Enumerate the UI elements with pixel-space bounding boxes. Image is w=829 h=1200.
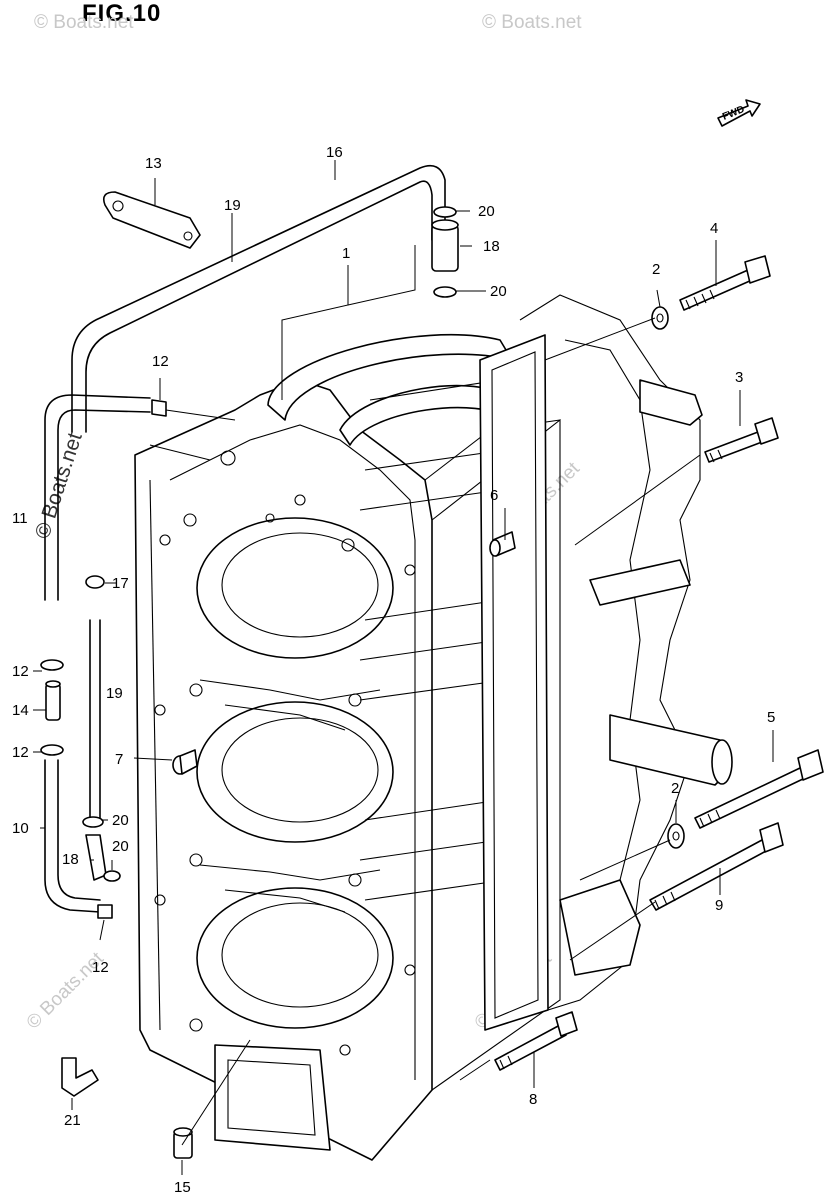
callout-13: 13	[145, 155, 162, 172]
cylinder-bore-bottom	[196, 887, 394, 1029]
hose-clamp-17	[85, 575, 105, 589]
hose-middle	[89, 619, 101, 821]
hose-fitting	[45, 680, 61, 721]
forward-arrow-icon: FWD	[717, 99, 761, 127]
callout-8: 8	[529, 1091, 537, 1108]
callout-20-3: 20	[112, 812, 129, 829]
callout-15: 15	[174, 1179, 191, 1196]
hose-upper	[44, 394, 151, 601]
bolt-3	[704, 417, 779, 463]
leader-lines	[33, 160, 774, 1175]
hose-clamp-12-top	[151, 399, 167, 417]
dowel-pin-lower	[172, 749, 198, 775]
callout-4: 4	[710, 220, 718, 237]
water-pipe	[71, 164, 446, 433]
callout-9: 9	[715, 897, 723, 914]
callout-2-upper: 2	[652, 261, 660, 278]
cylinder-bore-top	[196, 517, 394, 659]
short-hose-upper	[431, 219, 459, 272]
callout-20-1: 20	[478, 203, 495, 220]
callout-16: 16	[326, 144, 343, 161]
bolt-4	[679, 255, 771, 311]
callout-17: 17	[112, 575, 129, 592]
hose-clamp-12-bottom	[97, 904, 113, 919]
drain-plug	[173, 1127, 193, 1159]
callout-20-2: 20	[490, 283, 507, 300]
callout-18-lower: 18	[62, 851, 79, 868]
hose-clamp-12-mid	[40, 659, 64, 671]
figure-title: FIG.10	[82, 0, 162, 27]
pipe-bracket	[102, 191, 201, 249]
callout-7: 7	[115, 751, 123, 768]
hose-clamp-upper-1	[433, 206, 457, 218]
callout-6: 6	[490, 487, 498, 504]
watermark-left-vertical: © Boats.net	[31, 430, 87, 542]
callout-20-4: 20	[112, 838, 129, 855]
bolt-8	[494, 1011, 578, 1071]
callout-12-mid: 12	[12, 663, 29, 680]
callout-labels: 1 2 2 3 4 5 6 7 8 9 10 11 12 12 12 12 13…	[12, 144, 775, 1196]
cylinder-bore-middle	[196, 701, 394, 843]
callout-10: 10	[12, 820, 29, 837]
dowel-pin	[489, 531, 516, 557]
bolt-9	[649, 822, 784, 911]
callout-19-upper: 19	[224, 197, 241, 214]
elbow-fitting	[61, 1057, 99, 1097]
callout-12-bottom: 12	[92, 959, 109, 976]
callout-14: 14	[12, 702, 29, 719]
callout-3: 3	[735, 369, 743, 386]
hose-clamp-upper-2	[433, 286, 457, 298]
face-bolt-holes	[154, 450, 416, 1056]
callout-11: 11	[12, 510, 28, 527]
hose-clamp-12-lower	[40, 744, 64, 756]
callout-5: 5	[767, 709, 775, 726]
cylinder-block	[134, 294, 733, 1161]
callout-2-lower: 2	[671, 780, 679, 797]
callout-18-upper: 18	[483, 238, 500, 255]
callout-12-top: 12	[152, 353, 169, 370]
bolt-5	[694, 749, 824, 829]
washer-2-lower	[667, 823, 685, 849]
watermark-top-left: © Boats.net	[34, 12, 134, 33]
hose-lower	[44, 759, 101, 913]
callout-12-lower: 12	[12, 744, 29, 761]
watermark-top-right: © Boats.net	[482, 12, 582, 33]
short-hose-lower	[82, 816, 121, 882]
callout-1: 1	[342, 245, 350, 262]
callout-19-lower: 19	[106, 685, 123, 702]
callout-21: 21	[64, 1112, 81, 1129]
